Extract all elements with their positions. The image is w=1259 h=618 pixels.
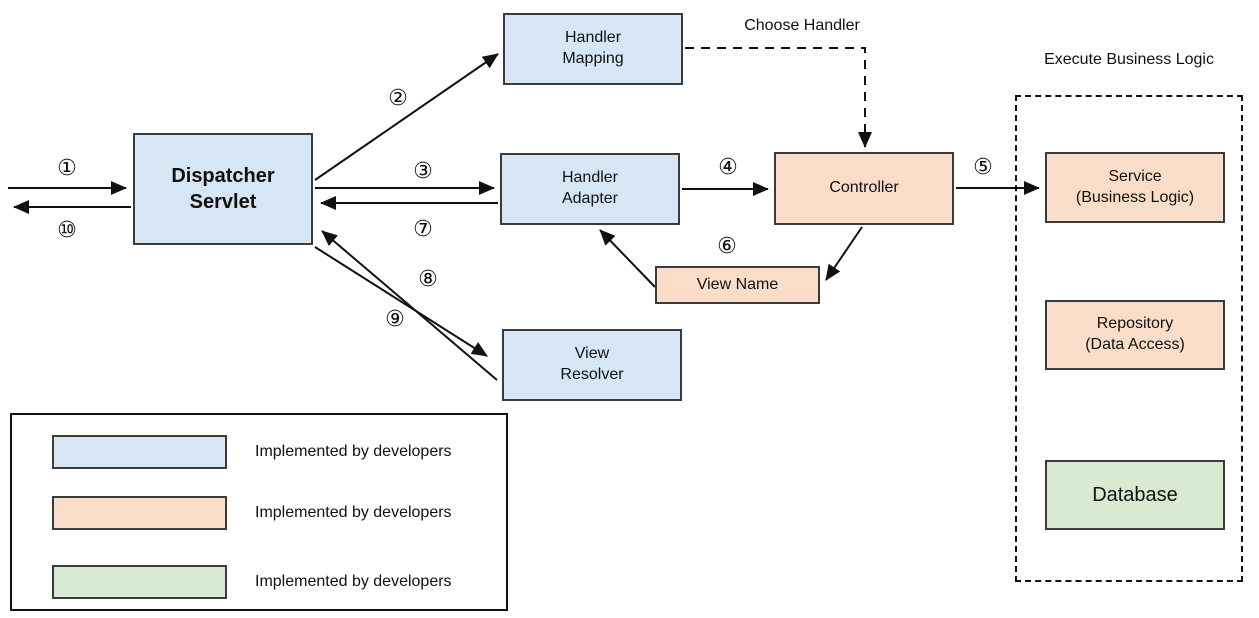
node-view-resolver: View Resolver bbox=[502, 329, 682, 401]
step-label-3: ③ bbox=[413, 158, 433, 183]
node-handler-mapping: Handler Mapping bbox=[503, 13, 683, 85]
legend-swatch-blue bbox=[52, 435, 227, 469]
choose-handler-label: Choose Handler bbox=[744, 17, 860, 34]
step-label-7: ⑦ bbox=[413, 216, 433, 241]
step-label-8: ⑧ bbox=[418, 266, 438, 291]
arrow-step6-view-name-to-adapter bbox=[599, 229, 656, 288]
node-view-name: View Name bbox=[655, 266, 820, 304]
execute-business-logic-title: Execute Business Logic bbox=[1044, 51, 1214, 68]
step-label-5: ⑤ bbox=[973, 154, 993, 179]
step-label-10: ⑩ bbox=[57, 217, 77, 242]
step-label-6: ⑥ bbox=[717, 233, 737, 258]
node-repository: Repository (Data Access) bbox=[1045, 300, 1225, 370]
legend-label-peach: Implemented by developers bbox=[255, 504, 452, 521]
arrow-step8-to-view-resolver bbox=[314, 246, 488, 357]
node-dispatcher-servlet: Dispatcher Servlet bbox=[133, 133, 313, 245]
node-service: Service (Business Logic) bbox=[1045, 152, 1225, 223]
step-label-2: ② bbox=[388, 85, 408, 110]
arrow-controller-to-view-name bbox=[825, 226, 863, 281]
arrow-step2-to-handler-mapping bbox=[314, 53, 499, 181]
arrow-step9-resolver-to-dispatcher bbox=[321, 230, 498, 381]
step-label-4: ④ bbox=[718, 154, 738, 179]
node-controller: Controller bbox=[774, 152, 954, 225]
arrow-choose-handler-dashed bbox=[685, 47, 872, 148]
node-handler-adapter: Handler Adapter bbox=[500, 153, 680, 225]
step-label-9: ⑨ bbox=[385, 306, 405, 331]
execute-business-logic-group bbox=[1015, 95, 1243, 582]
legend-swatch-peach bbox=[52, 496, 227, 530]
legend-label-blue: Implemented by developers bbox=[255, 443, 452, 460]
legend: Implemented by developers Implemented by… bbox=[10, 413, 508, 611]
step-label-1: ① bbox=[57, 155, 77, 180]
legend-label-green: Implemented by developers bbox=[255, 573, 452, 590]
node-database: Database bbox=[1045, 460, 1225, 530]
legend-swatch-green bbox=[52, 565, 227, 599]
